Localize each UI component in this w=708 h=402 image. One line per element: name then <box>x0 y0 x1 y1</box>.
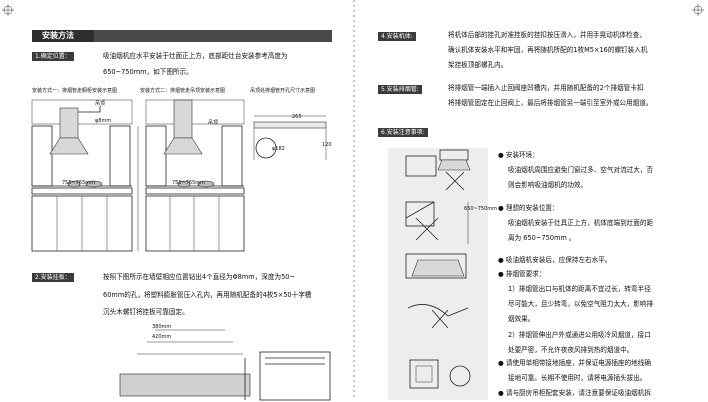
figure-ceiling-hole <box>253 115 327 160</box>
step-4-line3: 架挂板顶部螺孔内。 <box>448 61 508 69</box>
step-6-label: 6.安装注意事项: <box>378 128 428 137</box>
fig3-width: 265 <box>292 114 302 120</box>
note-4-line-1: ● 排烟管要求： <box>498 270 546 278</box>
step-1-text-line1: 吸油烟机应水平安装于灶面正上方，底部距灶台安装参考高度为 <box>103 52 288 60</box>
figure-cabinet-install <box>31 99 139 252</box>
figure-ceiling-install <box>145 99 245 252</box>
notes-illustrations <box>388 148 488 400</box>
step-5-line2: 将排烟管固定在止回阀上，最后将排烟管另一端引至室外或公用烟道。 <box>448 99 653 107</box>
step-2-text-line3: 沉头木螺钉将挂板可靠固定。 <box>103 308 189 316</box>
fig2-ceiling-label: 吊顶 <box>208 120 219 126</box>
note-1-line-3: 则会影响吸油烟机的功效。 <box>508 181 588 189</box>
step-5-line1: 将排烟管一端插入止回阀座凹槽内，并用随机配备的2个排烟管卡扣 <box>448 84 644 92</box>
step-4-label: 4.安装机体: <box>378 32 416 41</box>
dim-420: 420mm <box>152 334 172 340</box>
step-4-line1: 将机体后部的挂孔对准挂板的挂扣按压滑入，并用手晃动机体检查， <box>448 31 646 39</box>
note-2-line-1: ● 理想的安装位置： <box>498 204 559 212</box>
note-4-line-2: 1）排烟管出口与机体的距离不宜过长，转弯半径 <box>508 285 651 293</box>
note-4-line-4: 烟效果。 <box>508 315 535 323</box>
step-5-label: 5.安装排烟管: <box>378 85 422 94</box>
note-4-line-5: 2）排烟管伸出户外或通进公用吸冷风烟道，接口 <box>508 331 651 339</box>
note-4-line-6: 处要严密，不允许夜夜风排到热的烟道中。 <box>508 346 634 354</box>
fig1-width-label: 755~765mm <box>62 180 96 186</box>
step-2-text-line2: 60mm的孔，将塑料膨胀管压入孔内，再用随机配备的4枚5×50十字槽 <box>103 291 312 299</box>
step-4-line2: 确认机体安装水平和牢固，再将随机所配的1枚M5×16的螺钉装入机 <box>448 46 648 54</box>
note-4-line-3: 尽可能大，且少转弯，以免空气阻力太大，影响排 <box>508 300 654 308</box>
section-header-bar: 安装方法 <box>32 30 332 42</box>
note-5-line-2: 接地可靠。长期不使用时，请将电源插头拔出。 <box>508 374 647 382</box>
fig3-diameter: φ182 <box>272 146 285 152</box>
section-title: 安装方法 <box>42 31 74 40</box>
section-header-tab <box>32 30 94 42</box>
step-1-text-line2: 650~750mm，如下图所示。 <box>103 68 193 76</box>
fig1-ceiling-label: 吊顶 <box>95 101 106 107</box>
dim-380: 380mm <box>152 324 172 330</box>
right-fig-dimension: 650~750mm <box>464 206 498 212</box>
step-2-text-line1: 按照下图所示在墙壁相应位置钻出4个直径为Φ8mm，深度为50~ <box>103 273 295 281</box>
fig1-pipe-label: φ8mm <box>95 118 112 124</box>
note-1-line-2: 吸油烟机周围应避免门窗过多、空气对流过大，否 <box>508 166 654 174</box>
step-2-label: 2.安装挂板： <box>32 273 74 282</box>
caption-method-2: 安装方式二：排烟管走吊顶安装示意图 <box>140 88 226 94</box>
note-2-line-3: 离为 650~750mm 。 <box>508 234 576 242</box>
caption-ceiling-hole: 吊顶处排烟管开孔尺寸示意图 <box>250 88 316 94</box>
fig2-width-label: 755~765mm <box>172 180 206 186</box>
note-2-line-2: 吸油烟机安装于灶具正上方，机体底端到灶面的距 <box>508 219 654 227</box>
note-6-line-1: ● 请与厨房吊柜配套安装，请注意要保证吸油烟机拆 <box>498 389 651 397</box>
fig3-height: 120 <box>322 142 332 148</box>
note-1-line-1: ● 安装环境： <box>498 151 539 159</box>
note-3-line-1: ● 吸油烟机安装后，应保持左右水平。 <box>498 256 612 264</box>
caption-method-1: 安装方式一：排烟管走橱柜安装示意图 <box>32 88 118 94</box>
note-5-line-1: ● 请使用单相带接地插座，并保证电源插座的地线确 <box>498 359 651 367</box>
step-1-label: 1.确定位置： <box>32 52 74 61</box>
